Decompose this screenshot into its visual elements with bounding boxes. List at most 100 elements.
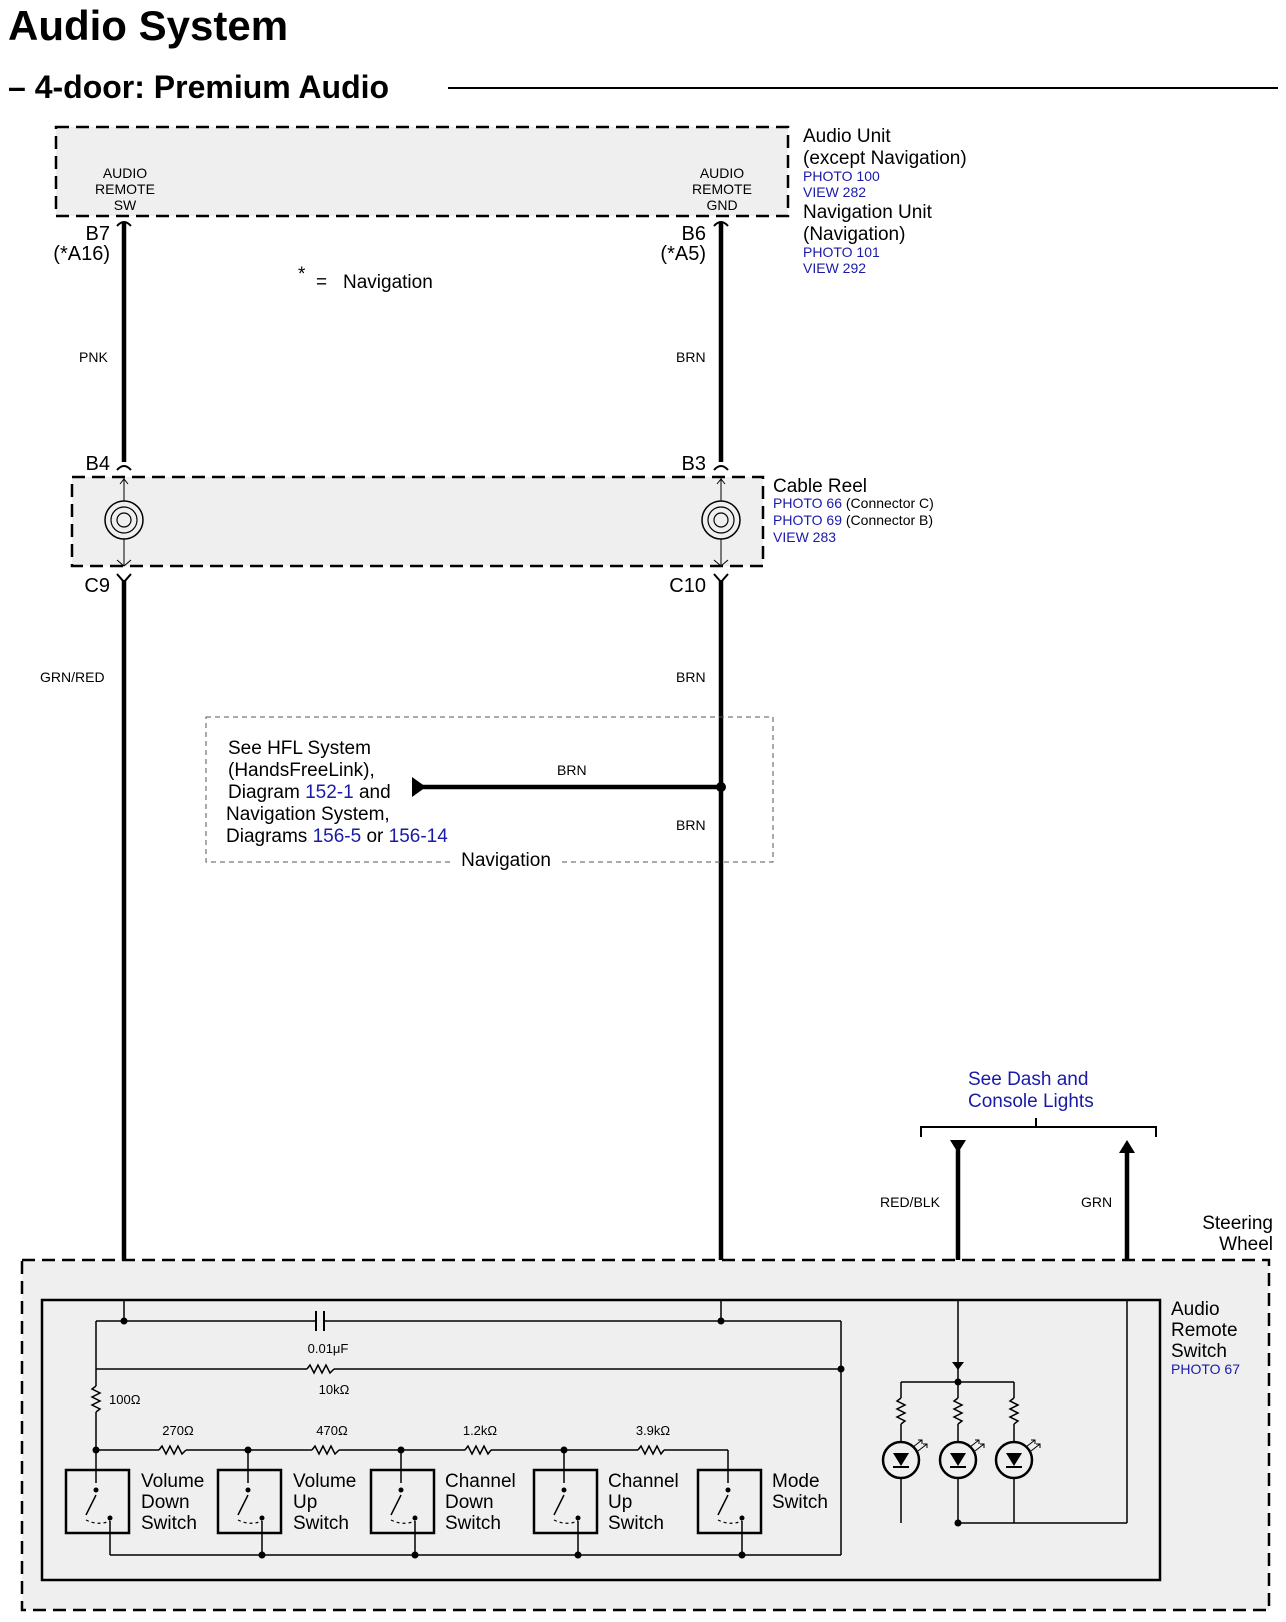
hfl-diagram-156-14-link[interactable]: 156-14 xyxy=(389,826,449,847)
legend-navigation: Navigation xyxy=(343,272,433,293)
wire-label-red-blk: RED/BLK xyxy=(880,1194,941,1210)
volume-down-label-3: Switch xyxy=(141,1513,197,1534)
dash-lights-link-1[interactable]: See Dash and xyxy=(968,1069,1088,1090)
audio-remote-sw-label-2: REMOTE xyxy=(95,181,155,197)
remote-switch-label-1: Audio xyxy=(1171,1299,1220,1320)
legend-star: * xyxy=(298,264,306,285)
hfl-diagram-text: Diagram xyxy=(228,782,305,803)
channel-up-label-2: Up xyxy=(608,1492,632,1513)
illumination-circuit xyxy=(881,1300,1128,1524)
navigation-unit-qualifier: (Navigation) xyxy=(803,224,905,245)
cable-reel-connector-b: (Connector B) xyxy=(842,512,933,528)
branch-splice-dot xyxy=(716,782,726,792)
upper-wires xyxy=(116,221,729,471)
cable-reel-name: Cable Reel xyxy=(773,476,867,497)
mode-switch xyxy=(696,1468,763,1535)
audio-remote-sw-label-3: SW xyxy=(114,197,137,213)
cable-reel-box xyxy=(70,475,765,568)
terminal-c10: C10 xyxy=(669,575,706,597)
illumination-splice-top xyxy=(954,1378,962,1386)
dash-lights-bracket xyxy=(920,1126,1157,1137)
terminal-b6: B6 xyxy=(682,223,706,245)
audio-unit-box xyxy=(54,125,790,218)
lower-wires xyxy=(116,573,729,1308)
navigation-unit-name: Navigation Unit xyxy=(803,202,933,223)
wire-label-brn-branch-down: BRN xyxy=(676,817,706,833)
channel-down-switch xyxy=(369,1468,436,1535)
channel-up-switch xyxy=(532,1468,599,1535)
hfl-note-line-2: (HandsFreeLink), xyxy=(228,760,375,781)
cable-reel-photo66-link[interactable]: PHOTO 66 xyxy=(773,495,842,511)
channel-up-label-1: Channel xyxy=(608,1471,679,1492)
audio-unit-qualifier: (except Navigation) xyxy=(803,148,967,169)
volume-down-switch xyxy=(64,1468,131,1535)
volume-down-label-2: Down xyxy=(141,1492,190,1513)
audio-unit-name: Audio Unit xyxy=(803,126,891,147)
navigation-branch-box xyxy=(205,716,774,863)
hfl-and-text: and xyxy=(354,782,391,803)
hfl-note-line-1: See HFL System xyxy=(228,738,371,759)
volume-up-label-1: Volume xyxy=(293,1471,356,1492)
cable-reel-view-link[interactable]: VIEW 283 xyxy=(773,529,836,545)
volume-up-switch xyxy=(216,1468,283,1535)
switch-ladder-circuit xyxy=(90,1300,842,1556)
navigation-unit-view-link[interactable]: VIEW 292 xyxy=(803,260,866,276)
audio-remote-switch-box xyxy=(40,1298,1162,1582)
audio-remote-gnd-label-3: GND xyxy=(706,197,737,213)
channel-up-label-3: Switch xyxy=(608,1513,664,1534)
terminal-b3: B3 xyxy=(682,453,706,475)
hfl-diagram-152-1-link[interactable]: 152-1 xyxy=(305,782,354,803)
illumination-splice-bottom xyxy=(954,1519,962,1527)
cable-reel-photo69-link[interactable]: PHOTO 69 xyxy=(773,512,842,528)
page-title: Audio System xyxy=(8,2,288,49)
audio-unit-view-link[interactable]: VIEW 282 xyxy=(803,184,866,200)
remote-switch-label-2: Remote xyxy=(1171,1320,1238,1341)
wire-label-grn-red: GRN/RED xyxy=(40,669,105,685)
mode-switch-label-1: Mode xyxy=(772,1471,820,1492)
navigation-branch-label: Navigation xyxy=(461,850,551,871)
hfl-or-text: or xyxy=(361,826,388,847)
capacitor-label: 0.01μF xyxy=(308,1341,349,1356)
grn-arrow-icon xyxy=(1119,1140,1135,1153)
cable-reel-connector-c: (Connector C) xyxy=(842,495,934,511)
navigation-unit-photo-link[interactable]: PHOTO 101 xyxy=(803,244,880,260)
terminal-a5: (*A5) xyxy=(660,243,706,265)
volume-up-label-3: Switch xyxy=(293,1513,349,1534)
audio-unit-photo-link[interactable]: PHOTO 100 xyxy=(803,168,880,184)
resistor-270-label: 270Ω xyxy=(162,1423,194,1438)
volume-down-label-1: Volume xyxy=(141,1471,204,1492)
wire-label-pnk: PNK xyxy=(79,349,108,365)
cable-reel-ref-1: PHOTO 66 (Connector C) xyxy=(773,495,934,511)
terminal-a16: (*A16) xyxy=(53,243,110,265)
remote-switch-photo-link[interactable]: PHOTO 67 xyxy=(1171,1361,1240,1377)
channel-down-label-3: Switch xyxy=(445,1513,501,1534)
resistor-10k-label: 10kΩ xyxy=(319,1382,350,1397)
hfl-note-line-3: Diagram 152-1 and xyxy=(228,782,391,803)
resistor-1k2-label: 1.2kΩ xyxy=(463,1423,498,1438)
splice-dots xyxy=(92,1317,845,1559)
wire-label-grn: GRN xyxy=(1081,1194,1112,1210)
branch-arrow-icon xyxy=(412,777,426,797)
legend-equals: = xyxy=(316,272,327,293)
hfl-diagrams-text: Diagrams xyxy=(226,826,313,847)
led-icon xyxy=(893,1453,1022,1468)
wire-label-brn-branch: BRN xyxy=(557,762,587,778)
led-light-rays-icon xyxy=(912,1439,1041,1452)
audio-remote-gnd-label-2: REMOTE xyxy=(692,181,752,197)
page-subtitle: – 4-door: Premium Audio xyxy=(8,69,389,105)
resistor-470-label: 470Ω xyxy=(316,1423,348,1438)
remote-switch-label-3: Switch xyxy=(1171,1341,1227,1362)
steering-wheel-label-1: Steering xyxy=(1202,1213,1273,1234)
wire-label-brn-upper: BRN xyxy=(676,349,706,365)
dash-lights-link-2[interactable]: Console Lights xyxy=(968,1091,1094,1112)
hfl-diagram-156-5-link[interactable]: 156-5 xyxy=(313,826,362,847)
steering-wheel-label-2: Wheel xyxy=(1219,1234,1273,1255)
navigation-label-bg xyxy=(450,850,562,874)
volume-up-label-2: Up xyxy=(293,1492,317,1513)
hfl-note-line-5: Diagrams 156-5 or 156-14 xyxy=(226,826,448,847)
cable-reel-ref-2: PHOTO 69 (Connector B) xyxy=(773,512,933,528)
terminal-c9: C9 xyxy=(84,575,110,597)
red-blk-arrow-icon xyxy=(950,1140,966,1153)
mode-switch-label-2: Switch xyxy=(772,1492,828,1513)
